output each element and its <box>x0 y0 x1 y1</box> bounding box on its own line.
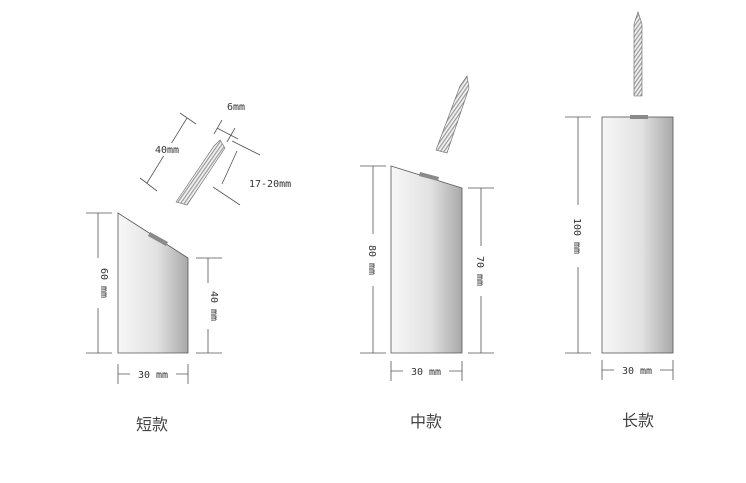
medium-block-cap <box>419 172 439 181</box>
medium-caption: 中款 <box>410 412 442 431</box>
long-screw <box>633 11 643 97</box>
medium-model: 80 mm 70 mm 30 mm 中款 <box>360 75 494 431</box>
medium-screw <box>435 75 470 154</box>
screw-depth-label: 17-20mm <box>249 179 291 190</box>
medium-left-height-label: 80 mm <box>366 245 377 275</box>
short-model: 60 mm 40 mm 30 mm 6mm 40mm 17-20mm <box>86 102 291 434</box>
short-right-height-label: 40 mm <box>208 291 219 321</box>
long-width-label: 30 mm <box>622 366 652 377</box>
screw-length-label: 40mm <box>155 145 179 156</box>
short-block-cap <box>148 232 168 246</box>
medium-right-height-label: 70 mm <box>474 256 485 286</box>
long-left-height-label: 100 mm <box>571 218 582 254</box>
long-block <box>601 116 674 354</box>
short-screw <box>175 139 226 206</box>
medium-block <box>390 165 463 354</box>
medium-width-label: 30 mm <box>411 367 441 378</box>
long-block-cap <box>630 115 648 119</box>
short-width-label: 30 mm <box>138 370 168 381</box>
long-caption: 长款 <box>622 411 654 430</box>
screw-diameter-label: 6mm <box>227 102 245 113</box>
short-caption: 短款 <box>136 415 168 434</box>
short-left-height-label: 60 mm <box>98 268 109 298</box>
short-screw-body <box>175 139 226 206</box>
long-model: 100 mm 30 mm 长款 <box>565 11 674 430</box>
